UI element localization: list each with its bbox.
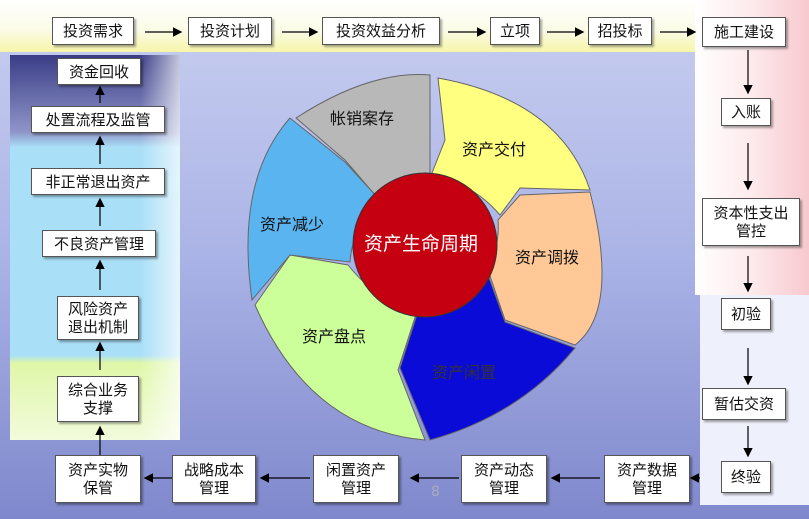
segment-label-inventory: 资产盘点 — [302, 327, 366, 346]
box-abnormal-exit-assets: 非正常退出资产 — [31, 168, 165, 195]
box-bidding: 招投标 — [588, 17, 652, 45]
box-fund-recovery: 资金回收 — [57, 58, 141, 85]
box-capex-control: 资本性支出 管控 — [702, 198, 800, 246]
box-nonperforming-asset-management: 不良资产管理 — [42, 230, 156, 257]
box-investment-plan: 投资计划 — [188, 17, 272, 45]
box-asset-data-management: 资产数据 管理 — [604, 455, 690, 503]
segment-label-idle: 资产闲置 — [432, 363, 496, 382]
box-final-acceptance: 终验 — [721, 461, 771, 493]
segment-label-reduce: 资产减少 — [260, 215, 324, 234]
box-asset-dynamic-management: 资产动态 管理 — [461, 455, 547, 503]
box-investment-benefit-analysis: 投资效益分析 — [322, 17, 440, 45]
box-preliminary-acceptance: 初验 — [721, 298, 771, 330]
box-investment-demand: 投资需求 — [52, 17, 134, 45]
segment-transfer — [487, 191, 603, 346]
box-accounting-entry: 入账 — [721, 98, 771, 126]
segment-label-delivery: 资产交付 — [462, 140, 526, 159]
box-strategic-cost-management: 战略成本 管理 — [172, 455, 256, 503]
box-disposal-process-supervision: 处置流程及监管 — [31, 106, 165, 133]
box-physical-asset-custody: 资产实物 保管 — [55, 455, 141, 503]
box-integrated-business-support: 综合业务 支撑 — [57, 376, 139, 422]
box-construction: 施工建设 — [702, 17, 786, 47]
box-risk-asset-exit-mechanism: 风险资产 退出机制 — [57, 296, 139, 340]
box-provisional-transfer: 暂估交资 — [702, 388, 786, 420]
segment-label-transfer: 资产调拨 — [515, 248, 579, 267]
segment-label-writeoff: 帐销案存 — [330, 109, 394, 128]
box-project-approval: 立项 — [490, 17, 540, 45]
cycle-center-label: 资产生命周期 — [364, 233, 478, 255]
page-number: 8 — [431, 484, 440, 500]
cycle-center — [352, 172, 498, 318]
box-idle-asset-management: 闲置资产 管理 — [313, 455, 399, 503]
